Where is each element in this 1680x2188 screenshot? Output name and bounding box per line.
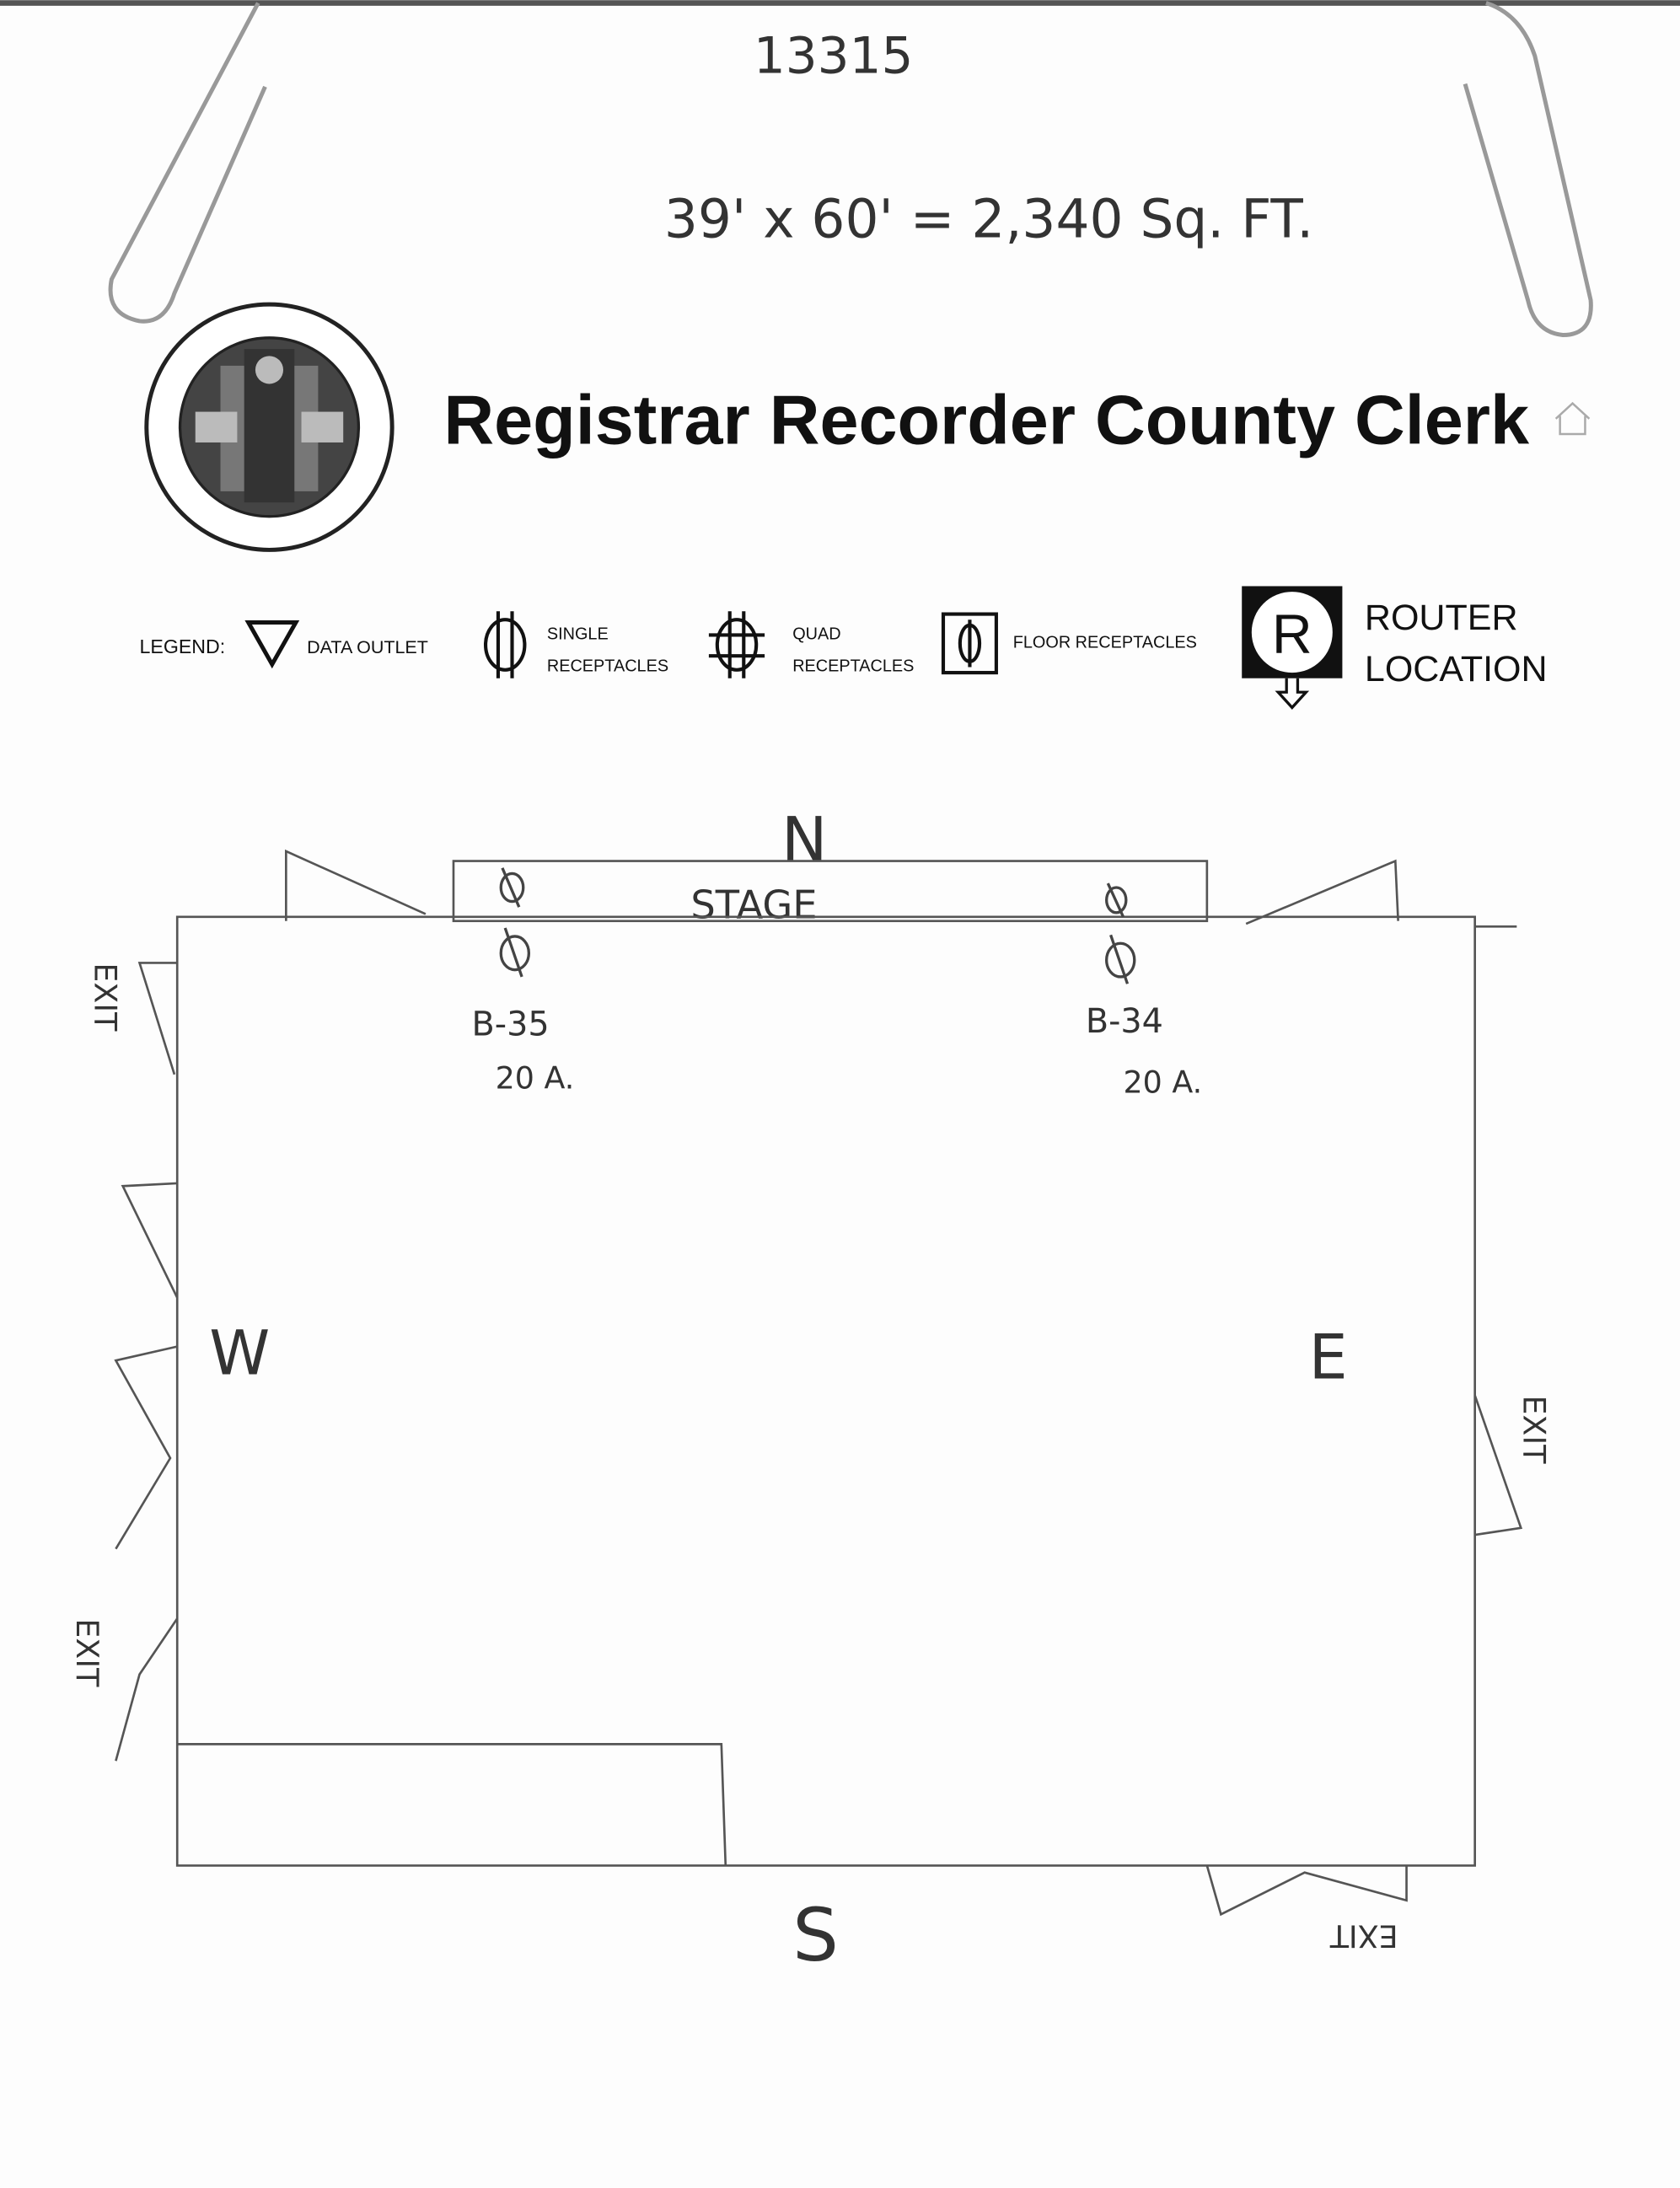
home-icon: [1554, 401, 1591, 436]
router-symbol: R: [1272, 603, 1312, 666]
door-swing: [114, 1345, 178, 1550]
legend-single-2: RECEPTACLES: [547, 657, 668, 675]
area-note: 39' x 60' = 2,340 Sq. FT.: [664, 189, 1313, 250]
single-receptacle-icon: [483, 611, 527, 678]
paper-clip-right-icon: [1463, 1, 1593, 337]
stage-label: STAGE: [690, 882, 817, 927]
quad-receptacle-icon: [708, 611, 765, 678]
scan-edge: [0, 0, 1680, 6]
router-location-icon: R: [1242, 586, 1343, 710]
single-receptacle-icon: [499, 867, 1136, 984]
legend: LEGEND: DATA OUTLET SINGLE RECEPTACLES Q…: [140, 586, 1548, 710]
legend-quad-2: RECEPTACLES: [792, 657, 914, 675]
door-swing: [115, 1617, 179, 1762]
legend-label: LEGEND:: [140, 635, 226, 657]
outlet-left-id: B-35: [471, 1005, 549, 1043]
compass-east: E: [1309, 1322, 1348, 1394]
legend-single-1: SINGLE: [547, 625, 609, 643]
legend-router-2: LOCATION: [1365, 649, 1548, 689]
legend-floor: FLOOR RECEPTACLES: [1013, 633, 1197, 652]
page-title: Registrar Recorder County Clerk: [443, 381, 1530, 459]
door-swing: [137, 962, 178, 1075]
outlet-right-amps: 20 A.: [1124, 1064, 1203, 1100]
compass-south: S: [792, 1894, 839, 1978]
door-swing: [1205, 1865, 1408, 1917]
bottom-left-room: [177, 1743, 727, 1866]
compass-north: N: [781, 805, 827, 877]
legend-quad-1: QUAD: [792, 625, 840, 643]
legend-router-1: ROUTER: [1365, 598, 1518, 638]
exit-label: EXIT: [1329, 1918, 1398, 1955]
stage-outline: [452, 860, 1209, 923]
door-swing: [1473, 1395, 1523, 1536]
compass-west: W: [209, 1318, 270, 1390]
door-swing: [121, 1182, 179, 1299]
door-swing: [285, 849, 427, 921]
door-swing: [1245, 859, 1399, 925]
exit-label: EXIT: [1516, 1396, 1553, 1465]
floor-receptacle-icon: [941, 612, 998, 675]
exit-label: EXIT: [69, 1618, 105, 1687]
paper-clip-left-icon: [108, 2, 267, 324]
floor-plan: N STAGE B-35 20 A. B-34 20 A. W E S EXIT…: [69, 805, 1553, 1978]
data-outlet-icon: [244, 620, 300, 669]
room-outline: [175, 915, 1476, 1867]
outlet-left-amps: 20 A.: [496, 1059, 575, 1096]
exit-label: EXIT: [88, 963, 124, 1032]
outlet-right-id: B-34: [1086, 1002, 1163, 1041]
legend-data-outlet: DATA OUTLET: [307, 637, 428, 657]
form-number: 13315: [754, 27, 914, 85]
county-seal-logo: [144, 302, 395, 552]
